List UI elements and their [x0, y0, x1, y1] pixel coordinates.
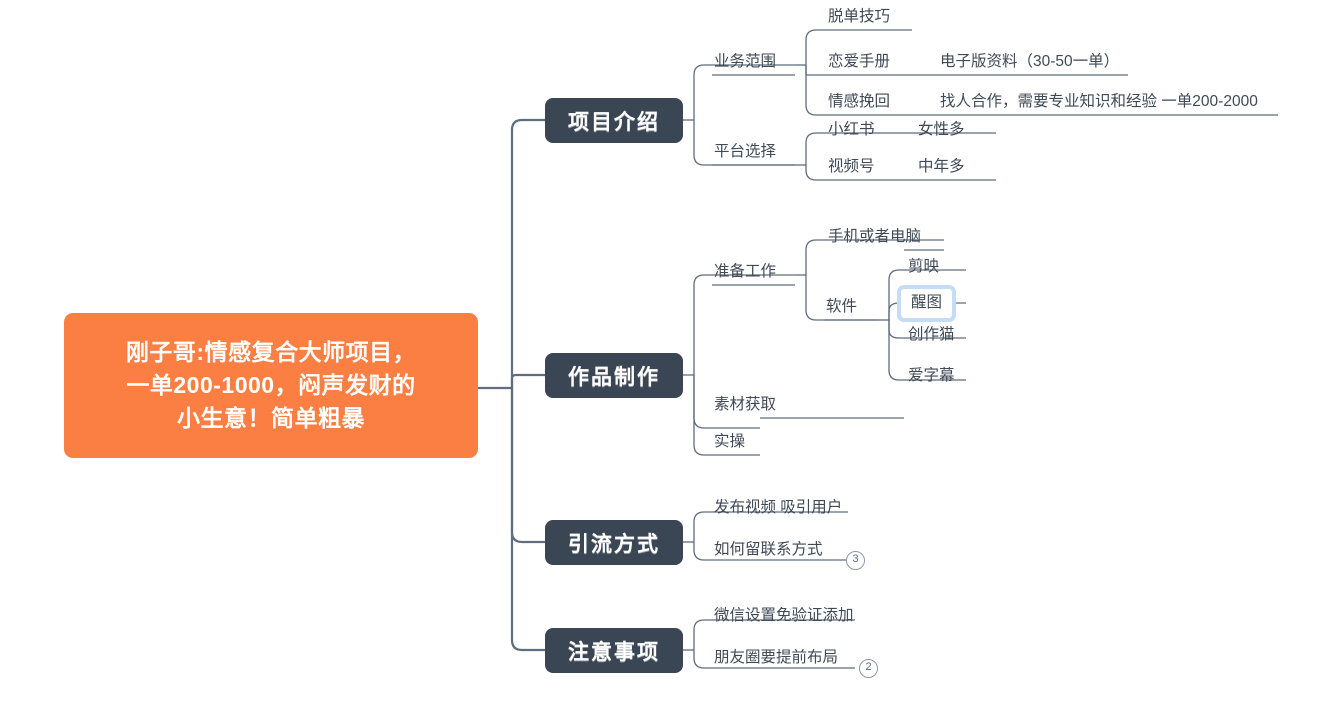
branch-node-precautions[interactable]: 注意事项 — [545, 628, 683, 673]
software-option-xingtu-selected[interactable]: 醒图 — [901, 289, 953, 318]
software-option-jianying[interactable]: 剪映 — [908, 258, 940, 275]
software-option-aizimu[interactable]: 爱字幕 — [908, 367, 955, 384]
node-love-manual-detail[interactable]: 电子版资料（30-50一单） — [940, 53, 1120, 70]
node-xiaohongshu[interactable]: 小红书 — [828, 121, 875, 138]
node-business-scope[interactable]: 业务范围 — [714, 53, 777, 70]
node-software[interactable]: 软件 — [826, 298, 858, 315]
node-material-acquisition[interactable]: 素材获取 — [714, 396, 777, 413]
branch-label: 注意事项 — [568, 640, 660, 664]
node-publish-video-attract-users[interactable]: 发布视频 吸引用户 — [714, 499, 843, 516]
node-video-account-detail[interactable]: 中年多 — [918, 158, 965, 175]
node-practice[interactable]: 实操 — [714, 433, 746, 450]
branch-node-project-intro[interactable]: 项目介绍 — [545, 98, 683, 143]
node-emotional-recovery-detail[interactable]: 找人合作，需要专业知识和经验 一单200-2000 — [940, 93, 1258, 110]
badge-count-traffic[interactable]: 3 — [846, 551, 865, 570]
node-moments-layout[interactable]: 朋友圈要提前布局 — [714, 649, 839, 666]
root-line-3: 小生意！简单粗暴 — [176, 405, 365, 431]
root-line-2: 一单200-1000，闷声发财的 — [126, 372, 416, 398]
node-preparation[interactable]: 准备工作 — [714, 263, 777, 280]
badge-count-precautions[interactable]: 2 — [859, 659, 878, 678]
branch-label: 项目介绍 — [568, 110, 660, 134]
root-node[interactable]: 刚子哥:情感复合大师项目， 一单200-1000，闷声发财的 小生意！简单粗暴 — [64, 313, 478, 458]
node-love-manual[interactable]: 恋爱手册 — [828, 53, 891, 70]
branch-label: 作品制作 — [568, 365, 660, 389]
branch-node-traffic-method[interactable]: 引流方式 — [545, 520, 683, 565]
node-how-to-leave-contact[interactable]: 如何留联系方式 — [714, 541, 823, 558]
root-line-1: 刚子哥:情感复合大师项目， — [125, 339, 417, 365]
node-emotional-recovery[interactable]: 情感挽回 — [828, 93, 891, 110]
node-xiaohongshu-detail[interactable]: 女性多 — [918, 121, 965, 138]
branch-label: 引流方式 — [568, 532, 660, 556]
node-phone-or-computer[interactable]: 手机或者电脑 — [828, 228, 922, 245]
branch-node-content-production[interactable]: 作品制作 — [545, 353, 683, 398]
software-option-chuangzuomao[interactable]: 创作猫 — [908, 326, 955, 343]
node-wechat-no-verification[interactable]: 微信设置免验证添加 — [714, 607, 854, 624]
node-platform-choice[interactable]: 平台选择 — [714, 143, 777, 160]
node-video-account[interactable]: 视频号 — [828, 158, 875, 175]
node-dating-skills[interactable]: 脱单技巧 — [828, 8, 891, 25]
